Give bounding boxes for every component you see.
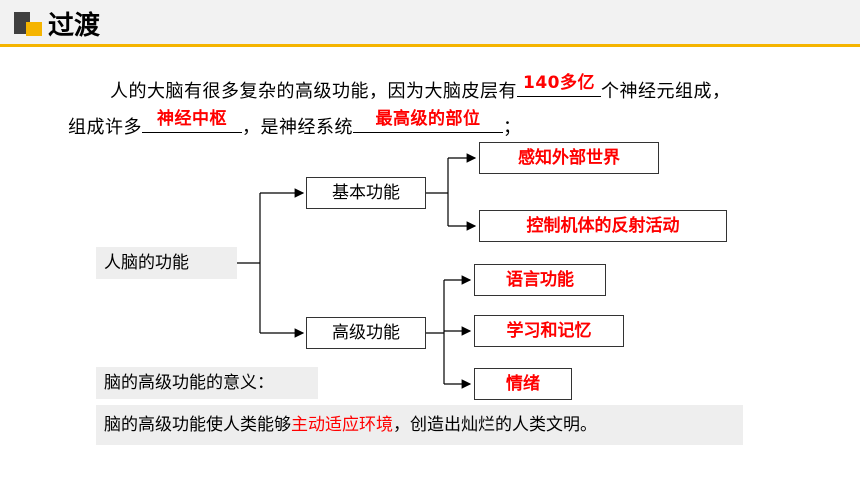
meaning-sentence: 脑的高级功能使人类能够主动适应环境，创造出灿烂的人类文明。 (96, 405, 743, 445)
intro-line2-text-a: 组成许多 (68, 117, 142, 138)
leaf-learning-memory: 学习和记忆 (474, 315, 624, 347)
root-node-brain-functions: 人脑的功能 (96, 247, 237, 279)
header-bar (0, 0, 860, 44)
intro-line1-tail: 个神经元组成， (601, 81, 731, 102)
intro-line2-tail: ； (503, 117, 522, 138)
node-advanced-functions: 高级功能 (306, 317, 426, 349)
answer-highest-part: 最高级的部位 (375, 109, 481, 129)
leaf-control-reflex: 控制机体的反射活动 (479, 210, 727, 242)
leaf-emotion: 情绪 (474, 368, 572, 400)
meaning-label: 脑的高级功能的意义： (96, 367, 318, 399)
header-divider (0, 44, 860, 47)
meaning-text-b: ，创造出灿烂的人类文明。 (393, 415, 597, 435)
page-title: 过渡 (48, 11, 101, 41)
meaning-highlight: 主动适应环境 (291, 415, 393, 435)
intro-line-1: 人的大脑有很多复杂的高级功能，因为大脑皮层有 140多亿个神经元组成， (110, 73, 731, 103)
blank-nerve-center: 神经中枢 (142, 109, 242, 133)
blank-neuron-count: 140多亿 (517, 73, 601, 97)
blank-highest-part: 最高级的部位 (353, 109, 503, 133)
leaf-perceive-world: 感知外部世界 (479, 142, 659, 174)
leaf-language: 语言功能 (474, 264, 606, 296)
intro-line2-text-b: ，是神经系统 (242, 117, 353, 138)
answer-nerve-center: 神经中枢 (157, 109, 227, 129)
meaning-text-a: 脑的高级功能使人类能够 (104, 415, 291, 435)
intro-line1-text: 人的大脑有很多复杂的高级功能，因为大脑皮层有 (110, 81, 517, 102)
node-basic-functions: 基本功能 (306, 177, 426, 209)
intro-line-2: 组成许多神经中枢 ，是神经系统 最高级的部位 ； (68, 109, 522, 139)
logo-square-yellow (26, 22, 42, 36)
answer-neuron-count: 140多亿 (523, 73, 595, 93)
